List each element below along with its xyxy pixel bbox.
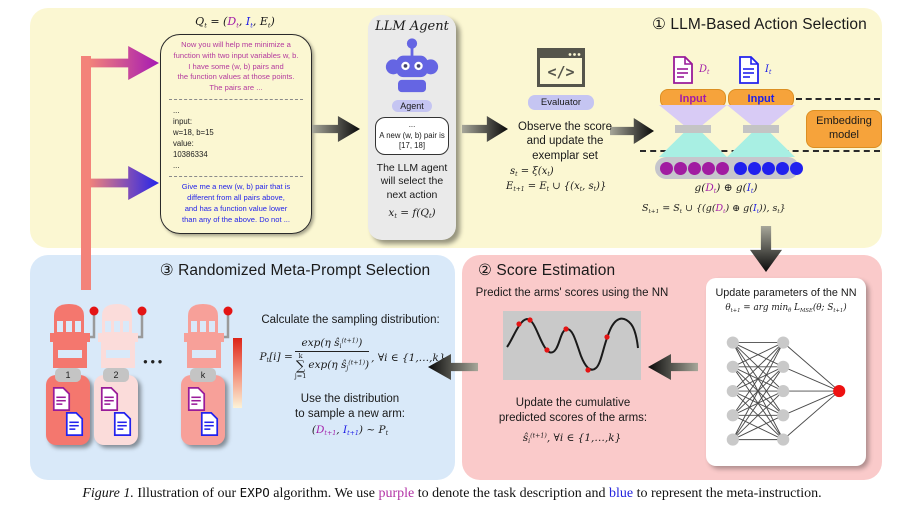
exemplar-text: ... input: w=18, b=15 value: 10386334 ..… xyxy=(173,105,214,171)
robot-icon xyxy=(384,36,440,99)
embedding-boundary-top xyxy=(796,98,880,100)
embedding-dot-blue xyxy=(776,161,789,175)
predict-scores-text: Predict the arms' scores using the NN xyxy=(475,287,669,299)
embedding-dot-purple xyxy=(660,161,673,175)
evaluator-badge: Evaluator xyxy=(528,95,594,110)
divider xyxy=(169,176,303,178)
embedding-dot-blue xyxy=(762,161,775,175)
machines-ellipsis: ●●● xyxy=(143,357,165,366)
encoder-top xyxy=(727,105,795,125)
embedding-dot-blue xyxy=(734,161,747,175)
card-number-badge: 2 xyxy=(103,368,129,382)
nn-box-title: Update parameters of the NN xyxy=(715,287,857,299)
encoder-bottleneck xyxy=(743,125,779,133)
p-formula-numerator: exp(η ŝi(t+1)) xyxy=(294,337,370,353)
encoder-bottleneck xyxy=(675,125,711,133)
section-2-title: ② Score Estimation xyxy=(478,262,616,279)
llm-agent-title: LLM Agent xyxy=(375,19,449,34)
llm-agent-box: LLM Agent Agent ... A new (w, b) pair is… xyxy=(368,15,456,240)
card-number-badge: 1 xyxy=(55,368,81,382)
encoder-bottom xyxy=(727,133,795,157)
embedding-dot-purple xyxy=(688,161,701,175)
probability-colorbar xyxy=(233,338,242,408)
embedding-dot-blue xyxy=(748,161,761,175)
embedding-dot-purple xyxy=(716,161,729,175)
p-formula-fraction: exp(η ŝi(t+1)) k ∑ j=1 exp(η ŝj(t+1)) xyxy=(294,337,370,379)
svg-text:</>: </> xyxy=(547,63,574,81)
encoder-bottom xyxy=(659,133,727,157)
llm-agent-caption: The LLM agent will select the next actio… xyxy=(376,161,448,202)
exemplar-update-formula: Et+1 = Et ∪ {(xt, st)} xyxy=(506,181,607,194)
section-1-title: ① LLM-Based Action Selection xyxy=(652,16,867,33)
meta-instruction-text: Give me a new (w, b) pair that is differ… xyxy=(181,182,291,224)
sum-symbol: k ∑ j=1 xyxy=(295,353,307,379)
encoder-top xyxy=(659,105,727,125)
task-doc-icon xyxy=(187,387,206,416)
embedding-dot-blue xyxy=(790,161,803,175)
dataset-update-formula: St+1 = St ∪ {(g(Dt) ⊕ g(It)), st} xyxy=(642,203,786,215)
meta-doc-icon xyxy=(113,412,132,441)
calc-distribution-text: Calculate the sampling distribution: xyxy=(261,314,440,326)
p-formula-denominator: k ∑ j=1 exp(η ŝj(t+1)) xyxy=(295,352,369,379)
nn-loss-formula: θt+1 = arg minθ LMSE(θ; St+1) xyxy=(725,303,847,314)
nn-update-box: Update parameters of the NN θt+1 = arg m… xyxy=(706,278,866,466)
task-doc-icon xyxy=(100,387,119,416)
task-description-text: Now you will help me minimize a function… xyxy=(173,40,299,93)
sample-arm-formula: (Dt+1, It+1) ~ Pt xyxy=(311,424,389,438)
embedding-vector xyxy=(655,157,803,179)
prompt-card-k: k xyxy=(181,368,225,445)
p-formula-den-expr: exp(η ŝj(t+1)) xyxy=(308,359,370,373)
agent-badge: Agent xyxy=(392,100,432,112)
meta-prompt-feed-bar xyxy=(81,56,91,290)
observe-score-text: Observe the score and update the exempla… xyxy=(518,121,612,162)
prompt-card-2: 2 xyxy=(94,368,138,445)
score-function-plot xyxy=(503,311,641,380)
sum-sigma: ∑ xyxy=(295,358,306,374)
agent-speech-bubble: ... A new (w, b) pair is [17, 18] xyxy=(375,117,449,155)
meta-doc-label: It xyxy=(765,64,772,77)
card-number-badge: k xyxy=(190,368,216,382)
neural-network-icon xyxy=(716,326,856,463)
query-formula: Qt = (Dt, It, Et) xyxy=(195,15,275,30)
bandit-machine-2 xyxy=(94,302,150,368)
use-distribution-text: Use the distribution to sample a new arm… xyxy=(295,393,405,420)
action-formula: xt = f(Qt) xyxy=(388,207,436,221)
bandit-machine-k xyxy=(180,302,236,368)
meta-instruction-doc-icon xyxy=(738,56,760,89)
update-cumulative-text: Update the cumulative predicted scores o… xyxy=(498,397,648,424)
score-formula: st = ξ(xt) xyxy=(510,166,554,179)
meta-doc-icon xyxy=(65,412,84,441)
concat-embedding-formula: g(Dt) ⊕ g(It) xyxy=(694,182,758,196)
sampling-distribution-formula: Pt[i] = exp(η ŝi(t+1)) k ∑ j=1 exp(η ŝj(… xyxy=(250,332,455,384)
sum-upper-limit: k xyxy=(298,352,303,361)
task-description-doc-icon xyxy=(672,56,694,89)
encoder-meta xyxy=(727,105,795,157)
embedding-dot-purple xyxy=(674,161,687,175)
embedding-model-box: Embedding model xyxy=(806,110,882,148)
task-doc-label: Dt xyxy=(699,64,710,77)
meta-doc-icon xyxy=(200,412,219,441)
sum-lower-limit: j=1 xyxy=(294,371,307,380)
embedding-dot-purple xyxy=(702,161,715,175)
task-doc-icon xyxy=(52,387,71,416)
p-formula-prefix: Pt[i] = xyxy=(259,351,293,365)
prompt-box: Now you will help me minimize a function… xyxy=(160,34,312,234)
section-3-title: ③ Randomized Meta-Prompt Selection xyxy=(159,262,431,279)
divider xyxy=(169,98,303,100)
bandit-machine-1 xyxy=(46,302,102,368)
evaluator-icon: </> xyxy=(537,48,585,92)
figure-caption: Figure 1. Illustration of our EXPO algor… xyxy=(82,485,822,501)
encoder-task xyxy=(659,105,727,157)
p-formula-suffix: , ∀i ∈ {1,…,k} xyxy=(371,352,446,364)
prompt-card-1: 1 xyxy=(46,368,90,445)
cumulative-score-formula: ŝi(t+1), ∀i ∈ {1,…,k} xyxy=(522,432,622,446)
